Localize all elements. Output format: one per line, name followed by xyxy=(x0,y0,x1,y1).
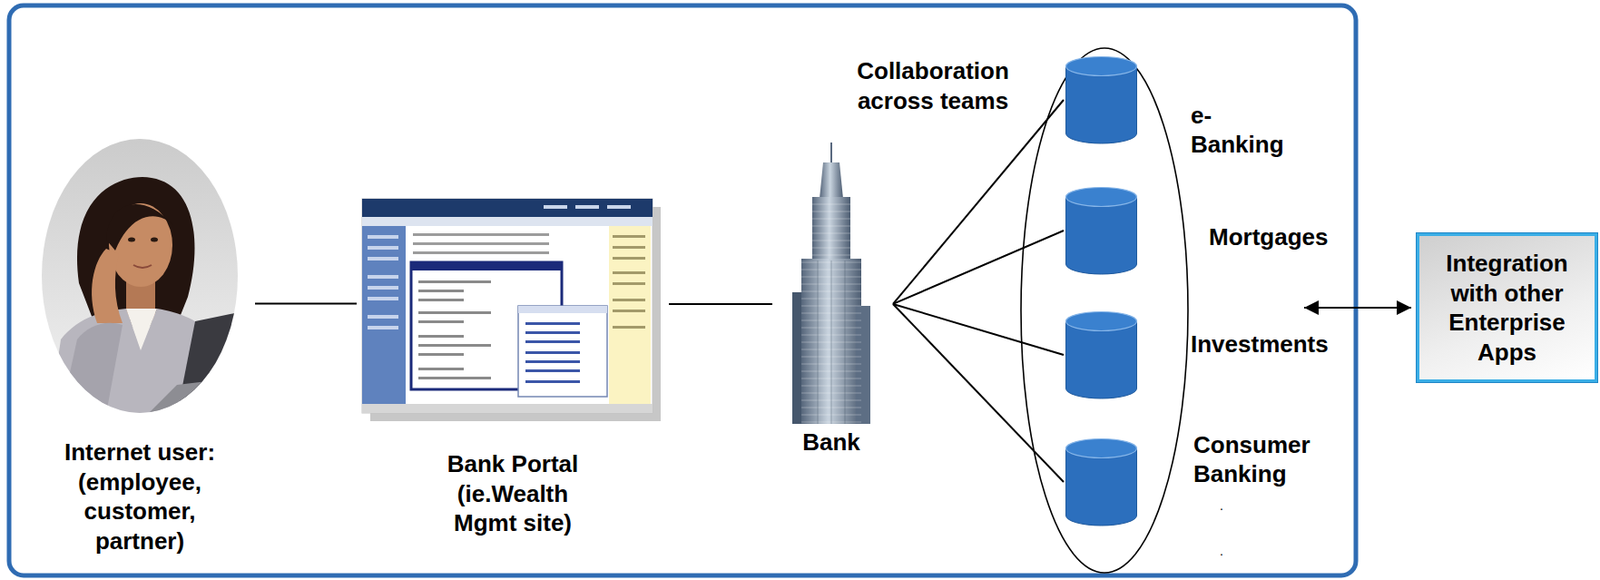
team-group-ellipse: Collaboration across teamse-BankingMortg… xyxy=(1020,47,1305,574)
database-cylinder-art xyxy=(1065,438,1138,526)
label-holder: e-Banking xyxy=(1188,100,1286,160)
connector-line xyxy=(668,303,773,305)
database-cylinder: Investments xyxy=(1065,311,1138,399)
database-cylinder: Mortgages xyxy=(1065,186,1138,275)
bank-building-art xyxy=(790,142,873,424)
node-label: Internet user: (employee, customer, part… xyxy=(53,437,226,556)
portal-screenshot: Bank Portal (ie.Wealth Mgmt site) xyxy=(362,198,664,424)
label-holder: Mortgages xyxy=(1207,222,1330,253)
node-label: Bank xyxy=(776,427,886,458)
database-cylinder: e-Banking xyxy=(1065,56,1138,144)
database-label: Mortgages xyxy=(1207,222,1330,253)
database-cylinder-art xyxy=(1065,186,1138,275)
database-cylinder-art xyxy=(1065,56,1138,144)
integration-box: Integration with other Enterprise Apps xyxy=(1416,233,1598,383)
database-cylinder-art xyxy=(1065,311,1138,399)
connector-line xyxy=(893,99,1064,305)
label-holder: Bank xyxy=(776,427,886,458)
database-cylinder: Consumer Banking xyxy=(1065,438,1138,526)
node-label: Integration with other Enterprise Apps xyxy=(1432,248,1582,367)
ellipsis-dot: . xyxy=(1219,499,1224,512)
node-label: Bank Portal (ie.Wealth Mgmt site) xyxy=(435,449,590,539)
label-holder: Internet user: (employee, customer, part… xyxy=(53,437,226,556)
connector-line xyxy=(893,230,1064,305)
frame-border xyxy=(9,5,1356,576)
user-photo-art xyxy=(40,137,239,414)
double-arrow xyxy=(1304,306,1412,309)
label-holder: Bank Portal (ie.Wealth Mgmt site) xyxy=(435,449,590,539)
portal-screenshot-art xyxy=(362,198,664,424)
label-holder: Consumer Banking xyxy=(1191,430,1313,490)
ellipsis-dot: . xyxy=(1219,544,1224,558)
node-label: Collaboration across teams xyxy=(851,56,1015,116)
label-holder: Investments xyxy=(1188,329,1331,360)
label-holder: Integration with other Enterprise Apps xyxy=(1419,235,1595,380)
user-photo: Internet user: (employee, customer, part… xyxy=(40,137,239,414)
label-holder: Collaboration across teams xyxy=(851,56,1015,116)
connector-line xyxy=(255,302,357,305)
database-label: e-Banking xyxy=(1188,100,1286,160)
connector-line xyxy=(893,304,1064,482)
database-label: Investments xyxy=(1188,329,1331,360)
database-label: Consumer Banking xyxy=(1191,430,1313,490)
bank-building: Bank xyxy=(790,142,873,424)
